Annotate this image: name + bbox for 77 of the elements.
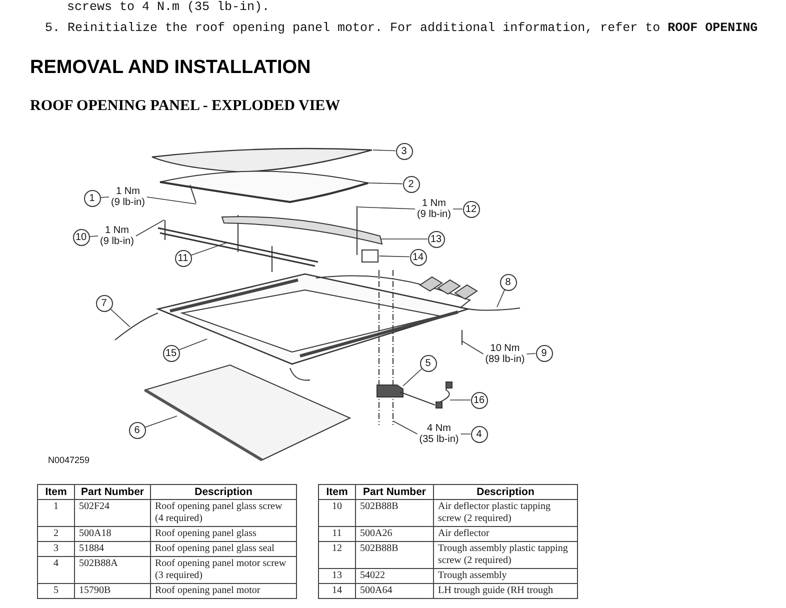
table-cell: 51884 [74, 542, 150, 556]
table-cell: Air deflector plastic tapping screw (2 required) [434, 500, 578, 526]
column-header: Item [318, 484, 356, 500]
table-cell: Roof opening panel motor screw (3 required) [150, 556, 296, 584]
callout-number: 14 [410, 248, 426, 266]
table-cell: 502B88B [356, 542, 434, 568]
torque-spec: 1 Nm (9 lb-in) [100, 225, 134, 247]
callout-number: 13 [428, 230, 444, 248]
leader-line [372, 150, 396, 152]
table-cell: 502B88B [356, 500, 434, 526]
callout-number: 6 [128, 422, 146, 438]
leader-line [190, 242, 226, 256]
leader-line [462, 340, 536, 354]
table-cell: Trough assembly plastic tapping screw (2 required) [434, 542, 578, 568]
column-header: Part Number [74, 484, 150, 500]
table-cell: 10 [318, 500, 356, 526]
table-cell: 502B88A [74, 556, 150, 584]
table-cell: 15790B [74, 584, 150, 598]
table-cell: 4 [38, 556, 74, 584]
instruction-text: 5. Reinitialize the roof opening panel motor. For additional information, refer to ROOF OPENING [45, 21, 758, 35]
torque-spec: 1 Nm (9 lb-in) [417, 198, 451, 220]
leader-line [89, 220, 164, 237]
callout-number: 5 [420, 354, 436, 372]
table-cell: 12 [318, 542, 356, 568]
column-header: Part Number [356, 484, 434, 500]
table-cell: 5 [38, 584, 74, 598]
leader-line [110, 308, 130, 328]
table-cell: 11 [318, 526, 356, 542]
table-cell: Roof opening panel glass screw (4 required) [150, 500, 296, 526]
table-cell: Roof opening panel glass seal [150, 542, 296, 556]
torque-spec: 10 Nm (89 lb-in) [485, 343, 525, 365]
leader-line [402, 368, 422, 386]
figure-number: N0047259 [48, 455, 90, 466]
section-heading: REMOVAL AND INSTALLATION [30, 57, 311, 79]
table-cell: 500A18 [74, 526, 150, 542]
table-cell: 1 [38, 500, 74, 526]
callout-number: 11 [174, 250, 192, 266]
torque-spec: 1 Nm (9 lb-in) [111, 186, 145, 208]
leader-line [100, 196, 196, 204]
callout-number: 15 [162, 344, 180, 362]
column-header: Description [150, 484, 296, 500]
table-cell: Roof opening panel glass [150, 526, 296, 542]
table-cell: Trough assembly [434, 568, 578, 584]
callout-number: 3 [396, 142, 412, 160]
leader-line [378, 256, 410, 258]
leader-line [368, 182, 403, 184]
callout-number: 2 [402, 176, 420, 192]
figure-title: ROOF OPENING PANEL - EXPLODED VIEW [30, 98, 340, 115]
table-cell: LH trough guide (RH trough [434, 584, 578, 598]
table-cell: 54022 [356, 568, 434, 584]
instruction-text: screws to 4 N.m (35 lb-in). [67, 0, 270, 14]
column-header: Item [38, 484, 74, 500]
leader-line [392, 420, 471, 434]
leader-line [496, 289, 505, 308]
callout-number: 7 [96, 294, 112, 312]
leader-line [144, 416, 178, 428]
table-cell: 14 [318, 584, 356, 598]
leader-line [358, 206, 463, 210]
leader-line [380, 238, 428, 240]
table-cell: 500A64 [356, 584, 434, 598]
column-header: Description [434, 484, 578, 500]
table-cell: 502F24 [74, 500, 150, 526]
table-cell: Air deflector [434, 526, 578, 542]
callout-number: 10 [72, 228, 90, 246]
leader-line [178, 338, 208, 350]
table-cell: Roof opening panel motor [150, 584, 296, 598]
table-cell: 13 [318, 568, 356, 584]
callout-number: 9 [536, 344, 552, 362]
callout-number: 16 [470, 392, 488, 408]
callout-number: 4 [470, 426, 488, 442]
table-cell: 2 [38, 526, 74, 542]
table-cell: 3 [38, 542, 74, 556]
table-cell: 500A26 [356, 526, 434, 542]
callout-number: 12 [462, 200, 480, 218]
callout-number: 8 [500, 274, 516, 290]
torque-spec: 4 Nm (35 lb-in) [419, 423, 459, 445]
callout-number: 1 [84, 190, 100, 206]
